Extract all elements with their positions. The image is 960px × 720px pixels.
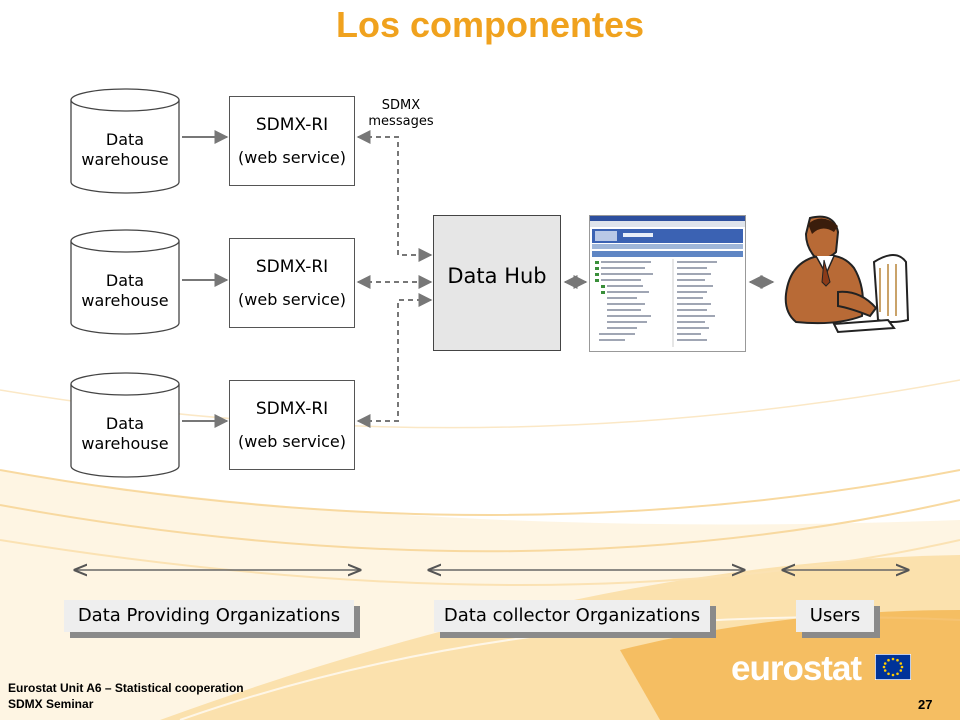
user-at-computer-icon	[784, 215, 910, 334]
footer-seminar: SDMX Seminar	[8, 697, 94, 711]
slide-title: Los componentes	[335, 4, 645, 45]
data-hub-label: Data Hub	[447, 264, 547, 288]
sdmx-ri-title: SDMX-RI	[255, 399, 329, 419]
warehouse-to-ri-arrows	[182, 130, 229, 428]
sdmx-ri-subtitle: (web service)	[238, 290, 346, 309]
data-warehouse-cylinder-3	[70, 372, 180, 478]
sdmx-ri-box-1: SDMX-RI (web service)	[229, 96, 355, 186]
page-number: 27	[918, 697, 933, 712]
sdmx-message-connectors	[356, 130, 433, 428]
sdmx-ri-subtitle: (web service)	[238, 148, 346, 167]
eurostat-logo: eurostat	[731, 649, 862, 688]
sdmx-ri-box-2: SDMX-RI (web service)	[229, 238, 355, 328]
eu-flag-icon	[875, 654, 911, 680]
data-warehouse-cylinder-2	[70, 229, 180, 335]
sdmx-ri-title: SDMX-RI	[255, 115, 329, 135]
data-hub-box: Data Hub	[433, 215, 561, 351]
sdmx-ri-title: SDMX-RI	[255, 257, 329, 277]
users-label: Users	[796, 600, 874, 632]
data-collector-organizations-label: Data collector Organizations	[434, 600, 710, 632]
sdmx-ri-box-3: SDMX-RI (web service)	[229, 380, 355, 470]
data-warehouse-cylinder-1	[70, 88, 180, 194]
web-app-screenshot-icon	[589, 215, 746, 352]
footer-unit: Eurostat Unit A6 – Statistical cooperati…	[8, 681, 244, 695]
sdmx-ri-subtitle: (web service)	[238, 432, 346, 451]
data-providing-organizations-label: Data Providing Organizations	[64, 600, 354, 632]
